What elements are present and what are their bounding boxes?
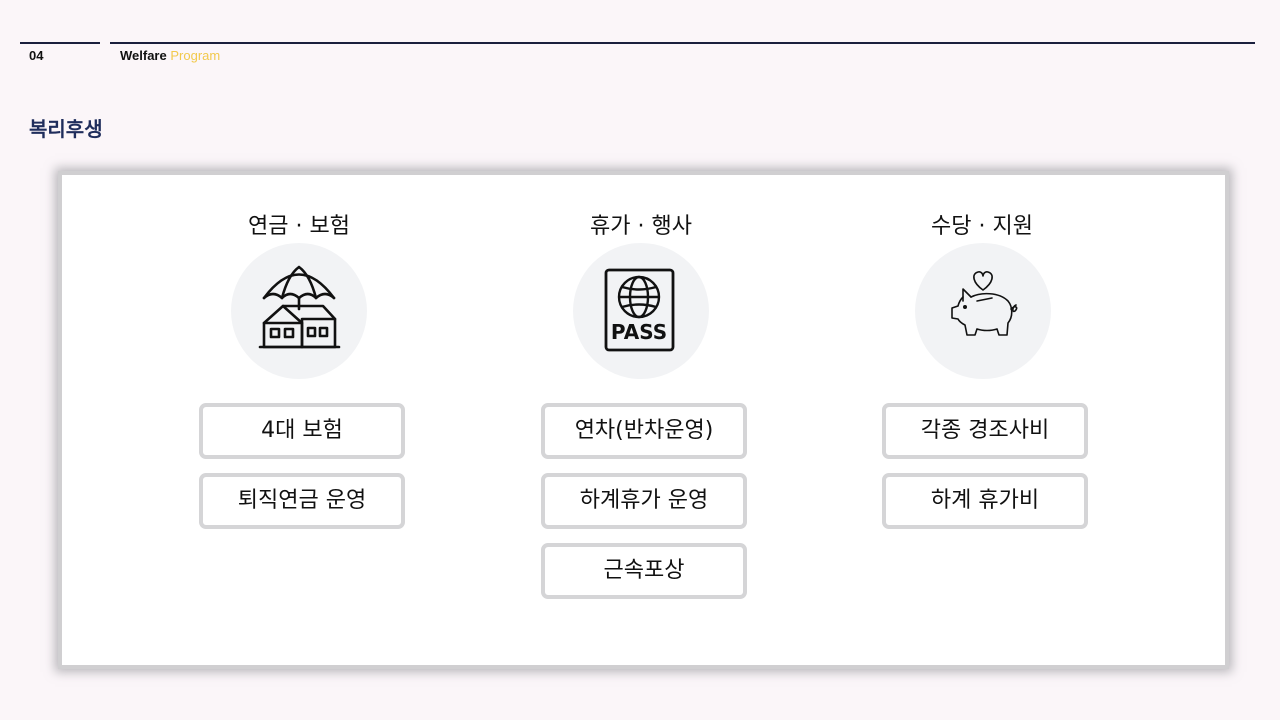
pill-summer-vacation: 하계휴가 운영 [541, 473, 747, 529]
icon-circle: PASS [573, 243, 709, 379]
pill-long-service-award: 근속포상 [541, 543, 747, 599]
category-title: 휴가 · 행사 [590, 214, 692, 239]
passport-icon: PASS [604, 268, 675, 352]
piggy-bank-heart-icon [951, 271, 1018, 336]
pill-retirement-pension: 퇴직연금 운영 [199, 473, 405, 529]
content-panel: 연금 · 보험 4대 보험 퇴직연금 운영 휴가 · 행사 [62, 175, 1225, 665]
header-rule-right [110, 42, 1255, 44]
pill-congratulations-condolences: 각종 경조사비 [882, 403, 1088, 459]
page-title: 복리후생 [29, 117, 103, 141]
pill-4-insurance: 4대 보험 [199, 403, 405, 459]
category-title: 연금 · 보험 [248, 214, 350, 239]
category-title: 수당 · 지원 [931, 214, 1033, 239]
header-title-accent: Program [170, 48, 221, 63]
icon-circle [915, 243, 1051, 379]
page-number: 04 [29, 48, 44, 63]
umbrella-house-icon [258, 265, 341, 349]
pill-annual-leave: 연차(반차운영) [541, 403, 747, 459]
header-rule-left [20, 42, 100, 44]
pill-summer-vacation-allowance: 하계 휴가비 [882, 473, 1088, 529]
passport-label: PASS [611, 320, 667, 344]
header-title: Welfare Program [120, 48, 220, 63]
header-title-main: Welfare [120, 48, 167, 63]
icon-circle [231, 243, 367, 379]
